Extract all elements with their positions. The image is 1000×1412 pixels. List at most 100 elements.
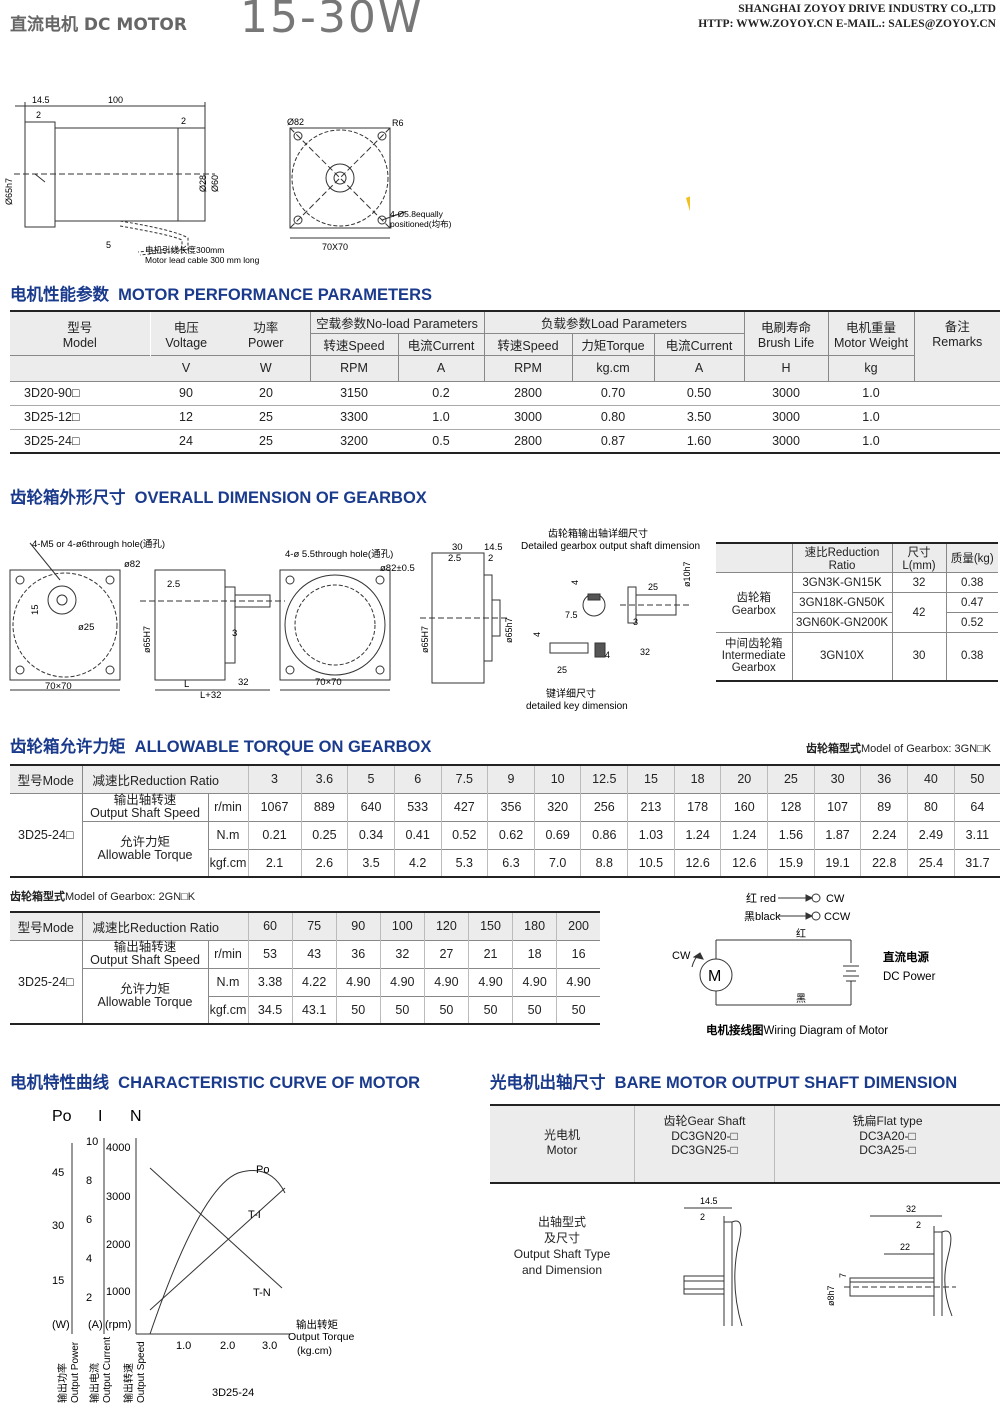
perf-brush-cn: 电刷寿命 — [760, 320, 811, 335]
motor-dimension-drawing: 14.5 100 2 2 5 Ø65h7 Ø28 Ø60 电机引线长度300mm… — [4, 95, 690, 265]
perf-weight-cn: 电机重量 — [845, 320, 896, 335]
curve-po-tick: 45 — [52, 1167, 64, 1179]
bare-f-2: 2 — [916, 1220, 921, 1230]
perf-head-speed1: 转速Speed — [309, 333, 398, 355]
dim-g-l: L — [184, 679, 189, 690]
torque-kgf-cell: 2.6 — [300, 849, 348, 877]
torque-nm-cell: 4.90 — [467, 968, 513, 996]
speed2-label-en: Output Shaft Speed — [90, 953, 200, 967]
torque-speed-cell: 213 — [627, 793, 675, 821]
gearbox-head-size: 尺寸L(mm) — [891, 543, 946, 573]
curve-v3-en: Output Speed — [136, 1341, 147, 1403]
perf-title-cn: 电机性能参数 — [10, 286, 109, 304]
perf-remarks-en: Remarks — [932, 335, 983, 349]
curve-label-tn: T-N — [253, 1287, 271, 1299]
bare-shaft-drawings: 14.5 2 32 2 22 ø8h7 7 — [683, 1196, 956, 1327]
perf-cell: 3D25-12□ — [24, 410, 80, 424]
torque-speed-cell: 256 — [580, 793, 628, 821]
dim-k-25: 25 — [557, 665, 567, 675]
torque-kgf-cell: 3.5 — [347, 849, 395, 877]
curve-x-label-en1: Output Torque — [288, 1331, 355, 1343]
perf-cell: 3000 — [772, 433, 800, 448]
curve-x-label-cn: 输出转矩 — [296, 1318, 338, 1331]
speed-label-cn: 输出轴转速 — [113, 793, 177, 807]
torque-kgf-cell: 5.3 — [440, 849, 488, 877]
company-contact: HTTP: WWW.ZOYOY.CN E-MAIL.: SALES@ZOYOY.… — [698, 18, 996, 30]
perf-cell: 2800 — [514, 386, 542, 400]
torque-speed-cell: 160 — [720, 793, 768, 821]
torque-kgf-cell: 6.3 — [487, 849, 535, 877]
torque-ratios-cell: 180 — [512, 912, 557, 940]
dim-k-4c: 4 — [605, 650, 610, 660]
bare-type-label: 出轴型式 及尺寸 Output Shaft Type and Dimension — [490, 1214, 634, 1278]
characteristic-curve-chart: Po I N Po T-I T-N (W) (A) (rpm) 1.0 2.0 … — [52, 1108, 355, 1403]
shaft-detail-en: Detailed gearbox output shaft dimension — [521, 541, 700, 552]
curve-v2-cn: 输出电流 — [88, 1363, 101, 1403]
dim-g-30: 30 — [452, 542, 463, 553]
torque-title-cn: 齿轮箱允许力矩 — [10, 738, 126, 756]
gearbox-model-2gn: 齿轮箱型式Model of Gearbox: 2GN□K — [10, 888, 195, 904]
table-row: 3GN60K-GN200K 0.52 — [716, 612, 998, 633]
perf-cell: 3200 — [340, 433, 368, 448]
perf-unit: V — [150, 355, 222, 381]
perf-cell: 1.0 — [432, 410, 450, 424]
bare-title-cn: 光电机出轴尺寸 — [490, 1074, 606, 1092]
wire-cw: CW — [826, 893, 845, 905]
dim-phi60: Ø60 — [210, 175, 220, 192]
torque-speed-cell: 1067 — [247, 793, 302, 821]
torque-speed-cell: 43 — [291, 940, 337, 968]
gearbox-cell: 42 — [891, 592, 946, 633]
unit-rmin: r/min — [207, 793, 248, 821]
curve-n-tick: 1000 — [106, 1286, 130, 1298]
torque-kgf-cell: 34.5 — [247, 996, 293, 1024]
torque-speed-cell: 89 — [860, 793, 908, 821]
torque2-model: 3D25-24□ — [18, 974, 74, 989]
perf-cell: 20 — [259, 386, 273, 400]
key-detail-cn: 键详细尺寸 — [546, 687, 596, 700]
torque-kgf-cell: 50 — [423, 996, 469, 1024]
dim-2a: 2 — [36, 110, 41, 120]
dim-phi65: Ø65h7 — [4, 178, 14, 205]
gearbox-title-en: OVERALL DIMENSION OF GEARBOX — [134, 489, 427, 507]
perf-unit: H — [743, 355, 828, 381]
cable-length-cn: 电机引线长度300mm — [145, 245, 224, 255]
torque-nm-cell: 0.34 — [347, 821, 395, 849]
gearbox-section-title: 齿轮箱外形尺寸 OVERALL DIMENSION OF GEARBOX — [10, 484, 427, 508]
intermediate-cn: 中间齿轮箱 — [725, 638, 783, 651]
torque-speed-cell: 107 — [813, 793, 861, 821]
wire-black: 黑black — [744, 910, 781, 923]
unit-nm: N.m — [207, 821, 248, 849]
torque-ratios-cell: 30 — [813, 765, 861, 793]
curve-label-ti: T-I — [248, 1209, 261, 1221]
perf-head-load: 负载参数Load Parameters — [483, 311, 744, 334]
perf-power-en: Power — [248, 335, 284, 350]
bare-gear-title: 齿轮Gear Shaft — [663, 1114, 746, 1128]
perf-head-current1: 电流Current — [397, 333, 484, 355]
curve-unit-w: (W) — [52, 1319, 70, 1331]
bare-g-14-5: 14.5 — [700, 1196, 718, 1206]
perf-unit: RPM — [483, 355, 572, 381]
torque-speed-cell: 356 — [487, 793, 535, 821]
torque-kgf-cell: 7.0 — [533, 849, 581, 877]
bare-type-en2: and Dimension — [521, 1263, 603, 1277]
perf-cell: 3.50 — [686, 410, 712, 424]
perf-power-cn: 功率 — [253, 320, 279, 335]
perf-cell: 24 — [179, 433, 193, 448]
perf-section-title: 电机性能参数 MOTOR PERFORMANCE PARAMETERS — [10, 281, 432, 305]
torque-head-ratio: 减速比Reduction Ratio — [81, 765, 248, 793]
key-detail-en: detailed key dimension — [526, 701, 628, 712]
motor-cw: CW — [672, 950, 691, 962]
perf-cell: 12 — [179, 410, 193, 424]
torque-ratios-cell: 100 — [379, 912, 425, 940]
torque-speed-cell: 21 — [467, 940, 513, 968]
perf-cell: 25 — [259, 410, 273, 424]
torque2-label-cn: 允许力矩 — [119, 981, 170, 996]
dim-g-3: 3 — [232, 628, 237, 639]
wiring-caption-en: Wiring Diagram of Motor — [764, 1025, 889, 1037]
gearbox-label-cn: 齿轮箱 — [736, 591, 772, 604]
